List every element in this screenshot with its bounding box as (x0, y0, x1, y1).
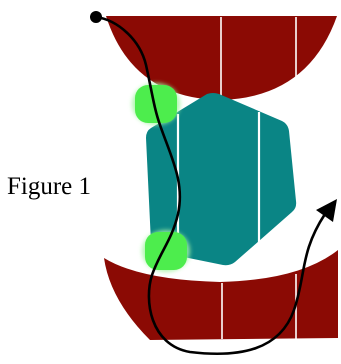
green-node-top (132, 83, 180, 125)
figure-label: Figure 1 (7, 173, 92, 200)
green-node-bottom (142, 230, 190, 272)
curved-path (90, 11, 337, 356)
top-arc (106, 16, 337, 100)
path-end-arrowhead-icon (316, 199, 337, 222)
path-start-dot-icon (90, 11, 102, 23)
